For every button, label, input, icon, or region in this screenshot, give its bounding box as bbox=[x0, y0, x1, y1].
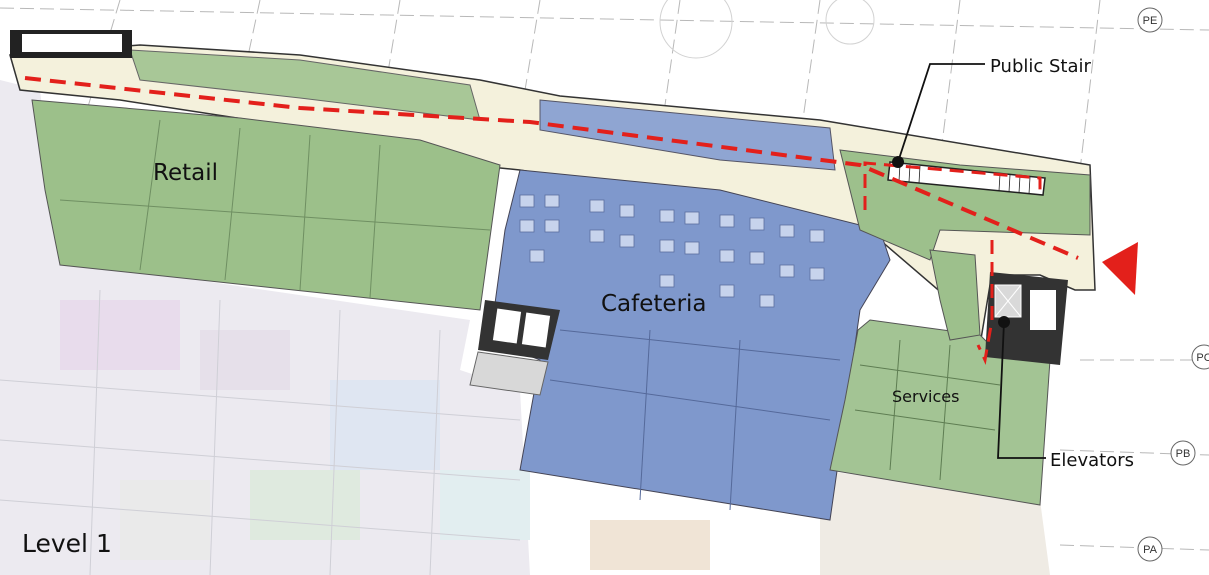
column-grid bbox=[0, 0, 1209, 551]
grid-marker-pe: PE bbox=[1137, 7, 1163, 33]
cafeteria-label: Cafeteria bbox=[601, 291, 707, 317]
services-elevator-core bbox=[985, 272, 1068, 365]
svg-text:PC: PC bbox=[1196, 352, 1209, 364]
route-branch-stair bbox=[863, 161, 1042, 210]
west-stair bbox=[10, 30, 132, 58]
services-corner-zone bbox=[929, 249, 981, 341]
entrance-arrow bbox=[1102, 242, 1138, 295]
retail-zone bbox=[31, 99, 501, 311]
svg-text:PA: PA bbox=[1143, 544, 1158, 556]
dining-tables bbox=[519, 194, 825, 308]
public-stair bbox=[887, 161, 1046, 196]
route-branch-elevator bbox=[976, 240, 994, 365]
svg-text:PE: PE bbox=[1143, 15, 1158, 27]
public-stair-label: Public Stair bbox=[990, 56, 1092, 77]
services-label: Services bbox=[892, 387, 959, 406]
retail-label: Retail bbox=[153, 160, 218, 186]
cafeteria-elevator-core bbox=[469, 300, 560, 396]
grid-marker-pa: PA bbox=[1137, 536, 1163, 562]
svg-text:PB: PB bbox=[1176, 448, 1191, 460]
grid-marker-pb: PB bbox=[1170, 440, 1196, 466]
elevators-label: Elevators bbox=[1050, 450, 1134, 471]
elevators-callout: Elevators bbox=[997, 316, 1134, 471]
grid-marker-pc: PC bbox=[1191, 344, 1209, 370]
public-stair-callout: Public Stair bbox=[892, 56, 1092, 168]
level-label: Level 1 bbox=[22, 529, 112, 558]
route-path bbox=[24, 76, 1079, 260]
